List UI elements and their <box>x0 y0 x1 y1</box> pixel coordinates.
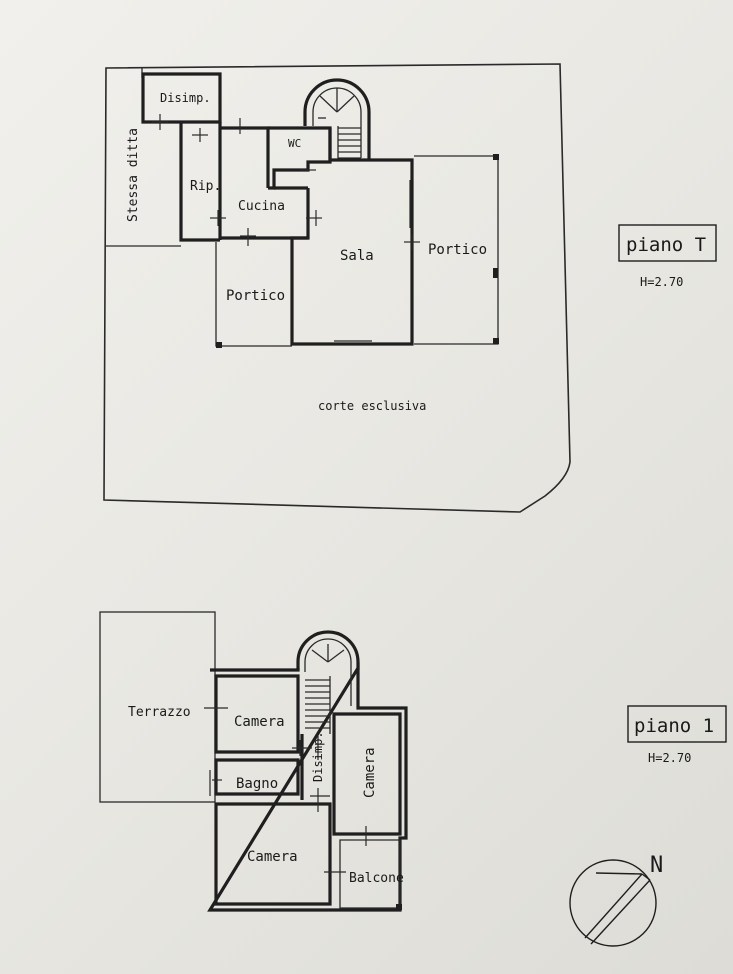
ground-floor-plan: Disimp. Stessa ditta Rip. Cucina WC Sala… <box>103 63 571 513</box>
area-label-corte: corte esclusiva <box>318 399 426 413</box>
camera-top-walls <box>214 674 300 754</box>
compass-arrow-line <box>595 872 643 875</box>
compass-arrow-tip <box>641 873 651 881</box>
first-floor-plan: Terrazzo Camera Bagno Disimp. Camera Cam… <box>99 611 408 912</box>
room-label-bagno: Bagno <box>236 776 278 792</box>
north-compass: N <box>569 853 663 947</box>
room-label-disimp-first: Disimp. <box>311 731 325 782</box>
room-label-terrazzo: Terrazzo <box>128 705 191 720</box>
cucina-top-wall <box>220 126 270 188</box>
camera-bottom-walls <box>214 802 332 906</box>
floor-title: piano 1 <box>634 715 714 737</box>
room-label-camera-top: Camera <box>234 714 285 730</box>
compass-circle <box>569 859 657 947</box>
first-floor-title-block: piano 1 H=2.70 <box>627 705 727 765</box>
room-label-portico-right: Portico <box>428 242 487 258</box>
stair-tower-wall <box>303 78 371 160</box>
floor-height: H=2.70 <box>640 275 683 289</box>
room-label-disimp: Disimp. <box>160 91 211 105</box>
lot-boundary <box>103 63 571 513</box>
floor-height: H=2.70 <box>648 751 691 765</box>
bagno-walls <box>214 758 300 796</box>
camera-right-walls <box>332 712 402 836</box>
room-label-portico-left: Portico <box>226 288 285 304</box>
compass-needle-line <box>584 873 643 939</box>
room-label-camera-bottom: Camera <box>247 849 298 865</box>
rip-walls <box>179 122 220 242</box>
room-label-balcone: Balcone <box>349 871 404 886</box>
stair-steps <box>318 88 361 160</box>
portico-post <box>493 268 498 278</box>
compass-north-label: N <box>650 853 663 878</box>
room-label-camera-right: Camera <box>362 747 378 798</box>
title-box <box>627 705 727 743</box>
balcone-post <box>396 904 402 910</box>
portico-right-outline <box>414 155 499 345</box>
first-stair-inner <box>304 638 352 706</box>
first-stair-tower <box>296 630 360 670</box>
first-stair-steps <box>305 644 345 734</box>
portico-post <box>216 342 222 348</box>
portico-post <box>493 338 499 344</box>
room-label-rip: Rip. <box>190 179 221 194</box>
cucina-bottom-wall <box>220 212 310 240</box>
room-label-cucina: Cucina <box>238 199 285 214</box>
title-box <box>618 224 717 262</box>
floor-title: piano T <box>626 234 706 256</box>
ground-floor-title-block: piano T H=2.70 <box>618 224 717 289</box>
portico-post <box>493 154 499 160</box>
room-label-sala: Sala <box>340 248 374 264</box>
room-label-wc: WC <box>288 137 301 150</box>
room-label-stessa-ditta: Stessa ditta <box>126 128 141 222</box>
sala-walls <box>290 128 414 346</box>
door-marks <box>152 114 420 250</box>
compass-needle-line <box>590 879 651 945</box>
first-floor-door-marks <box>204 707 367 873</box>
